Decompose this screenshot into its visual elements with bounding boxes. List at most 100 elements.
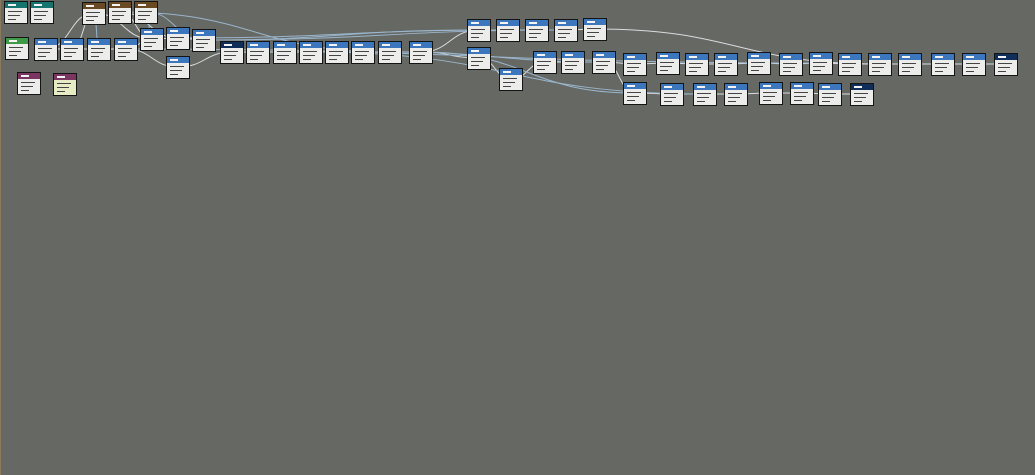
node-header[interactable] bbox=[780, 54, 802, 60]
graph-node[interactable] bbox=[685, 53, 709, 76]
graph-node[interactable] bbox=[838, 53, 862, 76]
graph-node[interactable] bbox=[82, 2, 106, 25]
graph-node[interactable] bbox=[378, 41, 402, 64]
graph-node[interactable] bbox=[246, 41, 270, 64]
graph-node[interactable] bbox=[299, 41, 323, 64]
node-header[interactable] bbox=[748, 53, 770, 59]
node-header[interactable] bbox=[624, 83, 646, 89]
graph-node[interactable] bbox=[60, 38, 84, 61]
graph-node[interactable] bbox=[192, 29, 216, 52]
node-header[interactable] bbox=[899, 54, 921, 60]
node-header[interactable] bbox=[274, 42, 296, 48]
node-header[interactable] bbox=[851, 84, 873, 90]
graph-node[interactable] bbox=[166, 56, 190, 79]
node-header[interactable] bbox=[221, 42, 243, 48]
graph-node[interactable] bbox=[467, 47, 491, 70]
node-header[interactable] bbox=[760, 83, 782, 89]
node-header[interactable] bbox=[115, 39, 137, 45]
graph-node[interactable] bbox=[850, 83, 874, 106]
node-header[interactable] bbox=[694, 84, 716, 90]
graph-node[interactable] bbox=[583, 18, 607, 41]
graph-node[interactable] bbox=[140, 28, 164, 51]
node-header[interactable] bbox=[555, 20, 577, 26]
graph-node[interactable] bbox=[656, 52, 680, 75]
node-header[interactable] bbox=[300, 42, 322, 48]
graph-node[interactable] bbox=[759, 82, 783, 105]
graph-node[interactable] bbox=[220, 41, 244, 64]
graph-node[interactable] bbox=[623, 82, 647, 105]
graph-node[interactable] bbox=[623, 53, 647, 76]
node-header[interactable] bbox=[35, 39, 57, 45]
node-header[interactable] bbox=[562, 52, 584, 58]
graph-node[interactable] bbox=[114, 38, 138, 61]
node-header[interactable] bbox=[963, 54, 985, 60]
node-header[interactable] bbox=[468, 48, 490, 54]
graph-node[interactable] bbox=[868, 53, 892, 76]
graph-node[interactable] bbox=[747, 52, 771, 75]
graph-node[interactable] bbox=[325, 41, 349, 64]
graph-node[interactable] bbox=[409, 41, 433, 64]
node-header[interactable] bbox=[6, 38, 28, 44]
graph-node[interactable] bbox=[34, 38, 58, 61]
graph-node[interactable] bbox=[693, 83, 717, 106]
graph-node[interactable] bbox=[496, 19, 520, 42]
graph-node[interactable] bbox=[994, 53, 1018, 76]
graph-node[interactable] bbox=[53, 73, 77, 96]
node-header[interactable] bbox=[526, 20, 548, 26]
graph-node[interactable] bbox=[5, 37, 29, 60]
graph-node[interactable] bbox=[714, 53, 738, 76]
graph-node[interactable] bbox=[779, 53, 803, 76]
node-header[interactable] bbox=[819, 84, 841, 90]
graph-node[interactable] bbox=[166, 27, 190, 50]
node-header[interactable] bbox=[167, 57, 189, 63]
graph-node[interactable] bbox=[4, 1, 28, 24]
node-header[interactable] bbox=[932, 54, 954, 60]
graph-node[interactable] bbox=[790, 82, 814, 105]
graph-node[interactable] bbox=[273, 41, 297, 64]
node-header[interactable] bbox=[193, 30, 215, 36]
node-header[interactable] bbox=[468, 20, 490, 26]
graph-node[interactable] bbox=[30, 1, 54, 24]
graph-node[interactable] bbox=[533, 51, 557, 74]
node-header[interactable] bbox=[5, 2, 27, 8]
node-header[interactable] bbox=[791, 83, 813, 89]
node-header[interactable] bbox=[88, 39, 110, 45]
node-header[interactable] bbox=[661, 84, 683, 90]
node-header[interactable] bbox=[995, 54, 1017, 60]
node-header[interactable] bbox=[83, 3, 105, 9]
node-header[interactable] bbox=[725, 84, 747, 90]
node-header[interactable] bbox=[657, 53, 679, 59]
graph-node[interactable] bbox=[17, 72, 41, 95]
node-header[interactable] bbox=[593, 52, 615, 58]
graph-node[interactable] bbox=[660, 83, 684, 106]
graph-node[interactable] bbox=[931, 53, 955, 76]
node-header[interactable] bbox=[534, 52, 556, 58]
node-header[interactable] bbox=[18, 73, 40, 79]
node-header[interactable] bbox=[109, 2, 131, 8]
graph-node[interactable] bbox=[87, 38, 111, 61]
node-header[interactable] bbox=[54, 74, 76, 80]
graph-node[interactable] bbox=[134, 1, 158, 24]
node-header[interactable] bbox=[869, 54, 891, 60]
node-header[interactable] bbox=[410, 42, 432, 48]
graph-node[interactable] bbox=[467, 19, 491, 42]
graph-node[interactable] bbox=[108, 1, 132, 24]
node-header[interactable] bbox=[715, 54, 737, 60]
graph-node[interactable] bbox=[554, 19, 578, 42]
graph-node[interactable] bbox=[351, 41, 375, 64]
node-header[interactable] bbox=[141, 29, 163, 35]
node-header[interactable] bbox=[352, 42, 374, 48]
node-header[interactable] bbox=[500, 69, 522, 75]
graph-node[interactable] bbox=[898, 53, 922, 76]
node-header[interactable] bbox=[31, 2, 53, 8]
node-header[interactable] bbox=[135, 2, 157, 8]
node-header[interactable] bbox=[839, 54, 861, 60]
node-header[interactable] bbox=[584, 19, 606, 25]
graph-node[interactable] bbox=[809, 52, 833, 75]
node-header[interactable] bbox=[167, 28, 189, 34]
node-header[interactable] bbox=[379, 42, 401, 48]
node-header[interactable] bbox=[247, 42, 269, 48]
node-header[interactable] bbox=[497, 20, 519, 26]
node-header[interactable] bbox=[326, 42, 348, 48]
graph-node[interactable] bbox=[962, 53, 986, 76]
